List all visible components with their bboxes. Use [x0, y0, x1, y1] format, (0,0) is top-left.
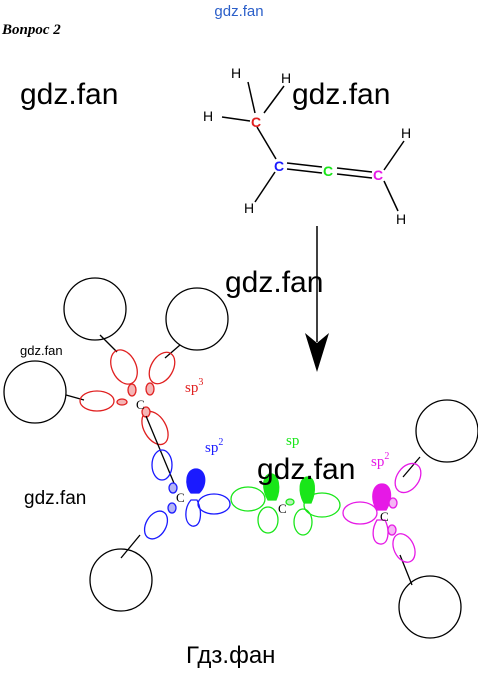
reaction-arrow — [305, 226, 329, 372]
hybridization-label-sp: sp — [286, 433, 299, 449]
carbon-atom-blue: C — [274, 158, 284, 174]
sp3-orbitals-red — [79, 349, 176, 446]
hydrogen-atom: H — [203, 108, 213, 124]
watermark: gdz.fan — [20, 343, 63, 358]
carbon-label-red: C — [136, 397, 145, 412]
sp2-orbitals-magenta — [342, 462, 422, 563]
watermark: gdz.fan — [20, 78, 119, 111]
hydrogen-atom: H — [401, 125, 411, 141]
hydrogen-atom: H — [244, 200, 254, 216]
sp2-orbitals-blue — [143, 449, 231, 540]
hydrogen-atom: H — [396, 211, 406, 227]
watermark-top: gdz.fan — [214, 3, 264, 20]
carbon-atom-magenta: C — [373, 167, 383, 183]
watermark: gdz.fan — [225, 266, 324, 299]
watermark: gdz.fan — [257, 453, 356, 486]
carbon-label-magenta: C — [380, 509, 389, 524]
carbon-atom-green: C — [323, 163, 333, 179]
hydrogen-atom: H — [231, 65, 241, 81]
structural-formula: H H H C C C C H H H — [203, 65, 411, 227]
watermark-bottom: Гдз.фан — [186, 642, 276, 669]
watermark: gdz.fan — [292, 78, 391, 111]
orbital-diagram: C sp3 C sp2 C sp — [3, 277, 478, 639]
carbon-label-blue: C — [176, 490, 185, 505]
watermark: gdz.fan — [24, 488, 87, 509]
carbon-atom-red: C — [251, 114, 261, 130]
hydrogen-s-orbitals — [3, 277, 478, 639]
hydrogen-atom: H — [281, 70, 291, 86]
hybridization-label-sp2-blue: sp2 — [205, 437, 223, 456]
sp-orbitals-green — [230, 473, 341, 536]
question-title: Вопрос 2 — [2, 22, 61, 38]
carbon-label-green: C — [278, 501, 287, 516]
hybridization-label-sp2-magenta: sp2 — [371, 451, 389, 470]
hybridization-label-sp3: sp3 — [185, 377, 203, 396]
